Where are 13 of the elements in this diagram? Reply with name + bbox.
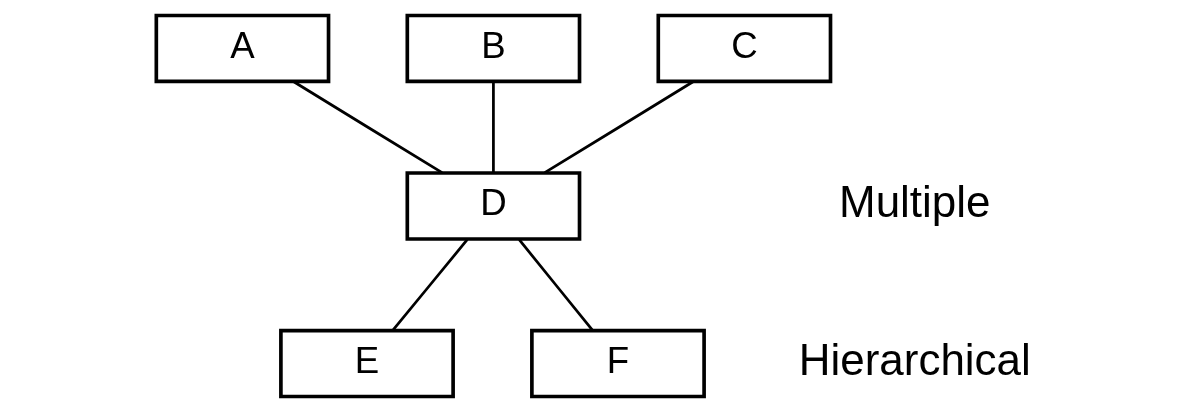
connector: [544, 80, 694, 174]
connector: [391, 238, 469, 332]
node-box: A: [154, 13, 331, 84]
label: Multiple: [839, 177, 991, 227]
node-box: B: [405, 13, 582, 84]
node-box: C: [656, 13, 833, 84]
node-box: F: [530, 328, 706, 399]
connector: [492, 82, 495, 173]
connector: [518, 238, 594, 332]
node-box: E: [279, 328, 455, 399]
label: Hierarchical: [798, 334, 1031, 384]
connector: [293, 80, 443, 174]
node-box: D: [405, 171, 582, 241]
